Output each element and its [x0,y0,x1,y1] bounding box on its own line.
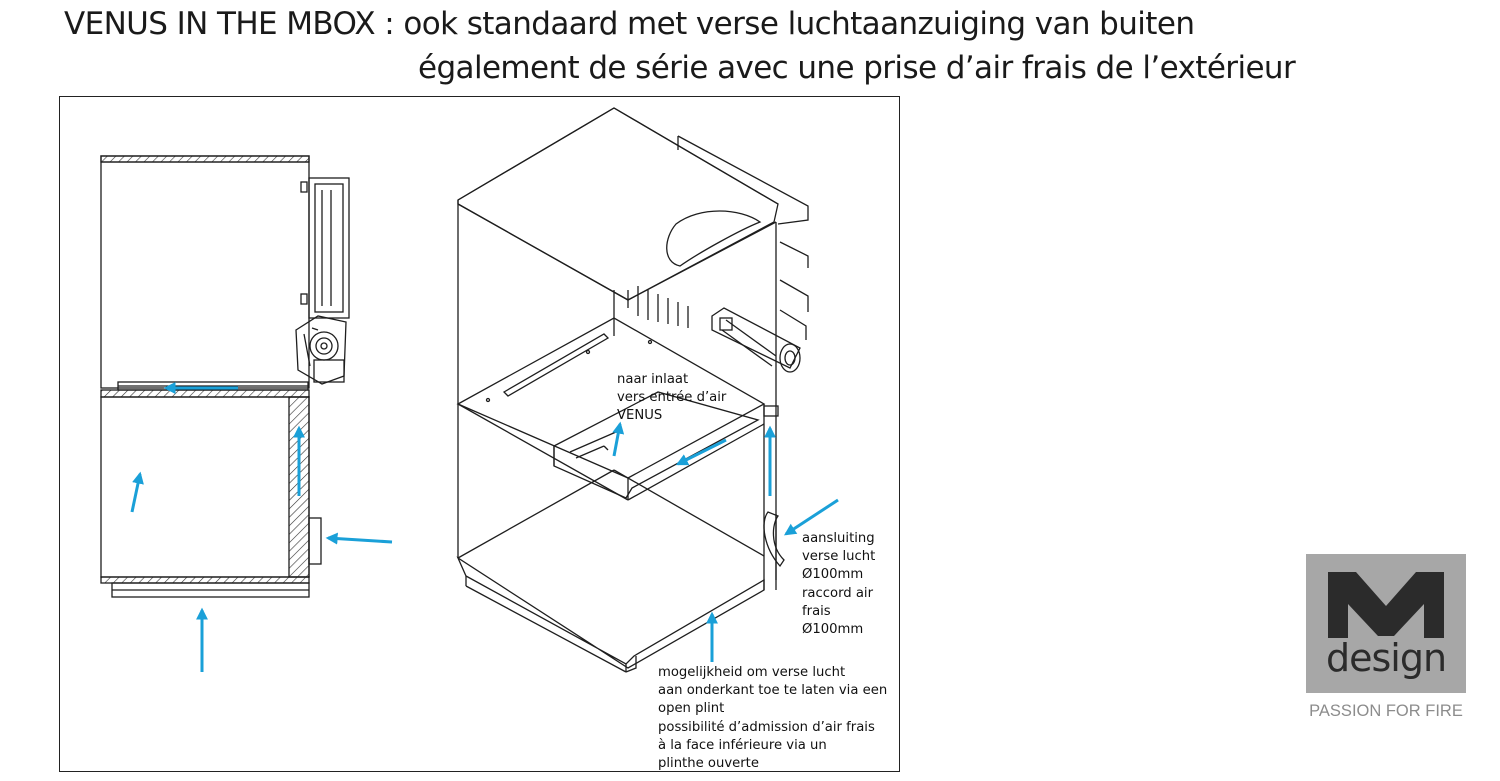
blue-airflow-arrow-icon [783,498,839,536]
side-section-view [100,155,350,598]
connection-note: aansluiting verse lucht Ø100mm raccord a… [802,530,875,639]
logo-wordmark: design [1325,636,1447,680]
connection-note-line: raccord air [802,585,873,601]
plinth-note-line: mogelijkheid om verse lucht [658,665,846,680]
title-line-french: également de série avec une prise d’air … [418,50,1296,86]
inlet-note-line: naar inlaat [617,372,689,387]
blue-airflow-arrow-icon [130,471,144,513]
logo-tagline: PASSION FOR FIRE [1309,702,1463,720]
connection-note-line: Ø100mm [802,621,864,637]
inlet-note: naar inlaat vers entrée d’air VENUS [617,371,726,426]
inlet-note-line: VENUS [617,408,663,424]
blue-airflow-arrow-icon [612,421,625,457]
connection-note-line: aansluiting [802,531,875,546]
blue-airflow-arrow-icon [675,438,727,466]
plinth-note-line: plinthe ouverte [658,755,759,771]
fan-unit-icon [295,315,347,385]
plinth-note-line: aan onderkant toe te laten via een [658,683,888,699]
connection-note-line: verse lucht [802,549,876,565]
plinth-note-line: open plint [658,701,725,717]
title-line-dutch: VENUS IN THE MBOX : ook standaard met ve… [64,6,1195,42]
diagram-frame [59,96,900,772]
airflow-arrows [130,382,839,672]
isometric-view [456,107,809,673]
plinth-note-line: à la face inférieure via un [658,737,827,753]
plinth-note: mogelijkheid om verse lucht aan onderkan… [658,664,887,773]
m-design-logo-icon [1328,572,1444,638]
blue-airflow-arrow-icon [325,532,393,545]
connection-note-line: frais [802,603,831,619]
plinth-note-line: possibilité d’admission d’air frais [658,719,875,735]
inlet-note-line: vers entrée d’air [617,390,727,406]
connection-note-line: Ø100mm [802,567,864,583]
fan-unit-iso-icon [711,307,801,373]
